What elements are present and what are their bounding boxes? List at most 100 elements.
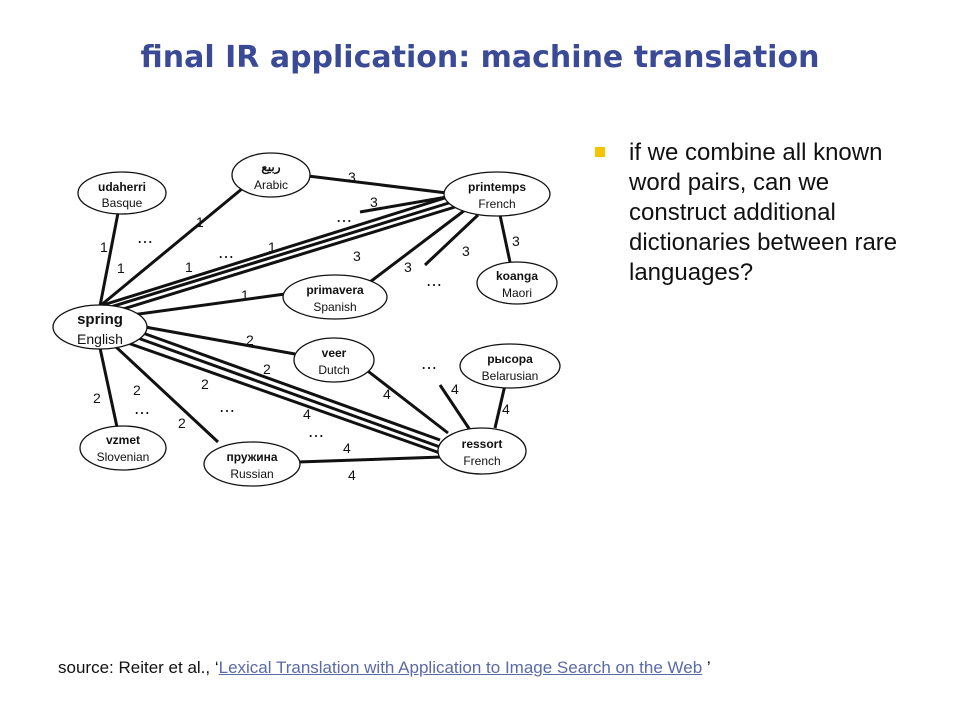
weight-label: 1 bbox=[268, 239, 276, 255]
edge-weight-labels: 1 1 1 1 1 1 3 3 3 3 3 3 3 2 2 2 2 2 2 4 … bbox=[93, 169, 520, 483]
weight-label: 2 bbox=[263, 361, 271, 377]
ellipsis-marker: … bbox=[134, 399, 150, 418]
ellipsis-markers: … … … … … … … … bbox=[134, 207, 442, 441]
node-veer: veer Dutch bbox=[293, 337, 375, 383]
node-ellipse bbox=[459, 343, 561, 389]
weight-label: 1 bbox=[241, 287, 249, 303]
node-word: пружина bbox=[226, 450, 277, 464]
weight-label: 2 bbox=[178, 415, 186, 431]
slide-title: final IR application: machine translatio… bbox=[140, 40, 820, 75]
node-language: Basque bbox=[102, 196, 143, 210]
node-koanga: koanga Maori bbox=[476, 261, 558, 305]
weight-label: 4 bbox=[343, 440, 351, 456]
weight-label: 1 bbox=[117, 260, 125, 276]
edge-spring-printemps-c bbox=[109, 205, 456, 315]
node-vzmet: vzmet Slovenian bbox=[79, 425, 167, 471]
edge-spring-printemps-a bbox=[99, 195, 449, 308]
node-ressort: ressort French bbox=[437, 427, 527, 475]
node-word: udaherri bbox=[98, 180, 146, 194]
node-word: printemps bbox=[468, 180, 526, 194]
edge-stub-ressort bbox=[438, 384, 472, 431]
node-arabic: ربيع Arabic bbox=[231, 152, 311, 198]
weight-label: 4 bbox=[348, 467, 356, 483]
edge-spring-ressort-a bbox=[139, 330, 441, 442]
node-ellipse bbox=[443, 171, 551, 217]
edge-spring-pruzhina bbox=[113, 344, 220, 444]
weight-label: 4 bbox=[451, 381, 459, 397]
node-language: Belarusian bbox=[482, 369, 539, 383]
edge-printemps-koanga bbox=[498, 214, 512, 263]
ellipsis-marker: … bbox=[421, 354, 437, 373]
node-ellipse bbox=[52, 304, 148, 350]
edge-stub-printemps-upper bbox=[359, 195, 448, 214]
weight-label: 3 bbox=[462, 243, 470, 259]
node-language: Spanish bbox=[313, 300, 356, 314]
node-word: koanga bbox=[496, 269, 538, 283]
weight-label: 3 bbox=[512, 233, 520, 249]
source-link[interactable]: Lexical Translation with Application to … bbox=[218, 658, 703, 677]
edge-stub-printemps-lower bbox=[423, 213, 480, 267]
edge-veer-ressort bbox=[359, 363, 449, 435]
node-language: Dutch bbox=[318, 363, 349, 377]
edge-spring-ressort-c bbox=[124, 340, 441, 455]
weight-label: 3 bbox=[370, 194, 378, 210]
edge-spring-veer bbox=[144, 325, 296, 356]
weight-label: 1 bbox=[196, 214, 204, 230]
node-printemps: printemps French bbox=[443, 171, 551, 217]
edge-spring-ressort-b bbox=[134, 335, 441, 449]
bullet-marker-icon bbox=[595, 147, 605, 157]
node-word: veer bbox=[322, 346, 347, 360]
weight-label: 1 bbox=[185, 259, 193, 275]
node-ellipse bbox=[476, 261, 558, 305]
node-ellipse bbox=[77, 171, 167, 215]
weight-label: 3 bbox=[353, 248, 361, 264]
weight-label: 1 bbox=[100, 239, 108, 255]
ellipsis-marker: … bbox=[336, 207, 352, 226]
node-language: Slovenian bbox=[97, 450, 150, 464]
node-primavera: primavera Spanish bbox=[282, 274, 388, 320]
edge-arabic-printemps bbox=[307, 174, 448, 195]
ellipsis-marker: … bbox=[137, 228, 153, 247]
node-language: Maori bbox=[502, 286, 532, 300]
node-word: рысора bbox=[487, 352, 533, 366]
edge-spring-arabic bbox=[99, 186, 244, 308]
ellipsis-marker: … bbox=[218, 243, 234, 262]
node-ellipse bbox=[231, 152, 311, 198]
ellipsis-marker: … bbox=[426, 271, 442, 290]
edge-spring-vzmet bbox=[98, 347, 119, 428]
node-word: ressort bbox=[462, 437, 503, 451]
node-word: ربيع bbox=[261, 160, 280, 175]
node-word: spring bbox=[77, 311, 123, 328]
node-ellipse bbox=[293, 337, 375, 383]
edge-primavera-printemps bbox=[369, 208, 466, 284]
node-pruzhina: пружина Russian bbox=[203, 441, 301, 487]
weight-label: 3 bbox=[348, 169, 356, 185]
graph-edges bbox=[98, 174, 512, 464]
node-language: Russian bbox=[230, 467, 273, 481]
bullet-text: if we combine all known word pairs, can … bbox=[629, 139, 898, 286]
node-udaherri: udaherri Basque bbox=[77, 171, 167, 215]
weight-label: 4 bbox=[303, 406, 311, 422]
weight-label: 2 bbox=[133, 382, 141, 398]
edge-pruzhina-ressort bbox=[297, 455, 443, 464]
node-language: French bbox=[478, 197, 515, 211]
weight-label: 3 bbox=[404, 259, 412, 275]
weight-label: 4 bbox=[502, 401, 510, 417]
node-word: vzmet bbox=[106, 433, 140, 447]
node-language: English bbox=[77, 331, 123, 347]
node-ellipse bbox=[79, 425, 167, 471]
node-ellipse bbox=[437, 427, 527, 475]
weight-label: 2 bbox=[201, 376, 209, 392]
edge-spring-printemps-b bbox=[103, 200, 453, 311]
node-rysora: рысора Belarusian bbox=[459, 343, 561, 389]
node-spring: spring English bbox=[52, 304, 148, 350]
source-prefix: source: Reiter et al., ‘ bbox=[58, 658, 219, 677]
edge-rysora-ressort bbox=[493, 384, 507, 429]
source-suffix: ’ bbox=[702, 658, 711, 677]
node-ellipse bbox=[282, 274, 388, 320]
node-ellipse bbox=[203, 441, 301, 487]
weight-label: 2 bbox=[246, 332, 254, 348]
weight-label: 4 bbox=[383, 386, 391, 402]
node-language: French bbox=[463, 454, 500, 468]
edge-spring-udaherri bbox=[98, 212, 120, 307]
